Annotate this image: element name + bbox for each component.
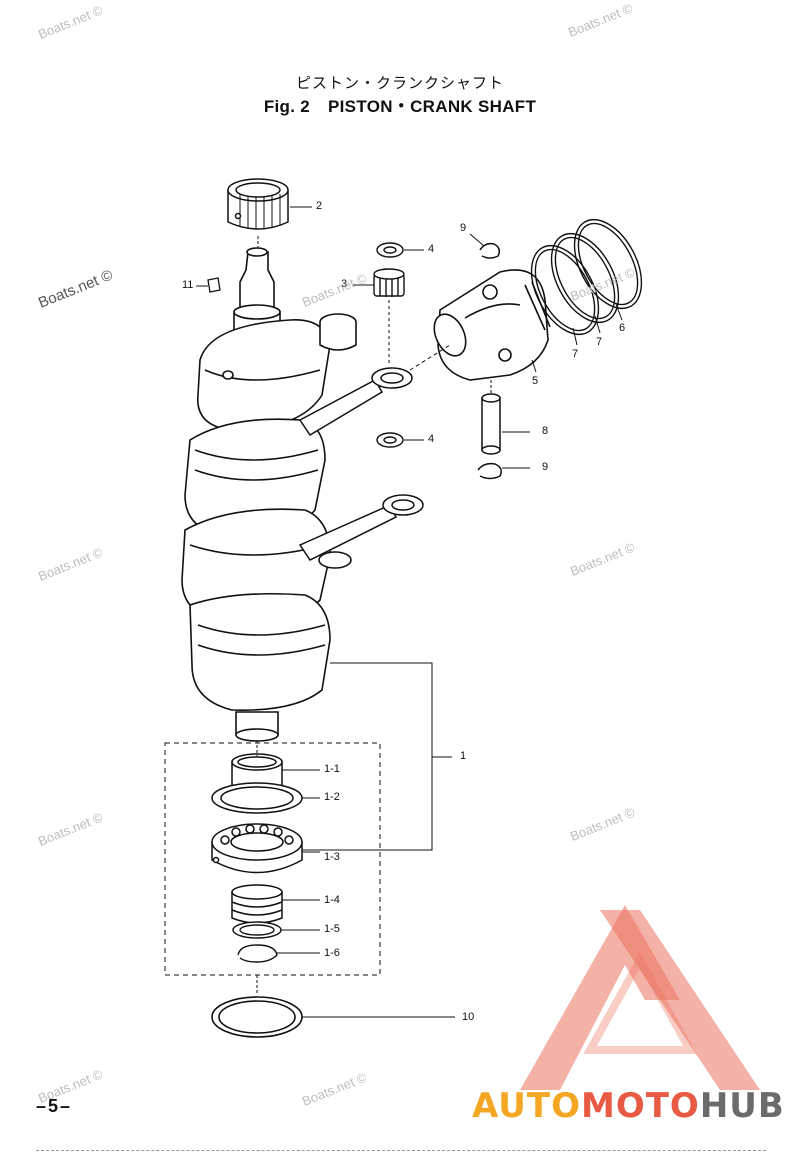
label-part-1-6: 1-6 — [324, 947, 340, 959]
label-part-5: 5 — [532, 375, 539, 387]
part-1-4-collar — [231, 884, 283, 924]
part-1-5-washer — [232, 921, 282, 939]
label-part-9-bottom: 9 — [542, 461, 549, 473]
label-part-3: 3 — [341, 278, 348, 290]
label-part-2: 2 — [316, 200, 323, 212]
label-part-1-4: 1-4 — [324, 894, 340, 906]
part-10-oil-seal — [211, 996, 303, 1038]
page-title: Fig. 2 PISTON・CRANK SHAFT — [0, 92, 800, 117]
part-5-piston — [433, 269, 551, 381]
label-part-8: 8 — [542, 425, 549, 437]
logo-auto: AUTO — [472, 1086, 581, 1126]
part-4-washer-bottom — [376, 432, 404, 448]
part-2-needle-bearing — [227, 178, 289, 230]
part-4-washer-top — [376, 242, 404, 258]
part-3-small-end-bearing — [373, 268, 405, 297]
logo-hub: HUB — [699, 1086, 785, 1126]
bottom-divider — [36, 1150, 766, 1151]
part-1-3-ball-bearing — [211, 823, 303, 874]
connecting-rods — [298, 367, 424, 561]
label-part-11: 11 — [182, 279, 194, 291]
logo-moto: MOTO — [580, 1086, 700, 1126]
label-part-1-1: 1-1 — [324, 763, 340, 775]
page-number: –5– — [36, 1096, 73, 1116]
label-part-4-bottom: 4 — [428, 433, 435, 445]
label-part-1: 1 — [460, 750, 467, 762]
label-part-10: 10 — [462, 1011, 475, 1023]
title-japanese: ピストン・クランクシャフト — [295, 74, 504, 92]
part-1-6-circlip — [237, 944, 278, 963]
label-part-7-a: 7 — [572, 348, 579, 360]
label-part-1-3: 1-3 — [324, 851, 340, 863]
label-part-9-top: 9 — [460, 222, 467, 234]
logo-mark — [520, 905, 760, 1090]
part-9-clip-top — [479, 242, 501, 259]
figure-name: PISTON・CRANK SHAFT — [328, 97, 537, 116]
part-1-bracket — [300, 662, 452, 851]
label-part-4-top: 4 — [428, 243, 435, 255]
part-9-clip-bottom — [477, 462, 502, 480]
crankshaft — [181, 247, 357, 742]
label-part-1-5: 1-5 — [324, 923, 340, 935]
label-part-7-b: 7 — [596, 336, 603, 348]
label-part-1-2: 1-2 — [324, 791, 340, 803]
assembly-boundary — [164, 742, 381, 976]
part-1-2-seal — [211, 782, 303, 814]
logo-wordmark: AUTOMOTOHUB — [472, 1086, 785, 1126]
part-11-key — [207, 277, 221, 293]
label-part-6: 6 — [619, 322, 626, 334]
part-8-piston-pin — [481, 393, 501, 455]
figure-number: Fig. 2 — [263, 97, 311, 116]
piston-rings — [530, 218, 643, 336]
